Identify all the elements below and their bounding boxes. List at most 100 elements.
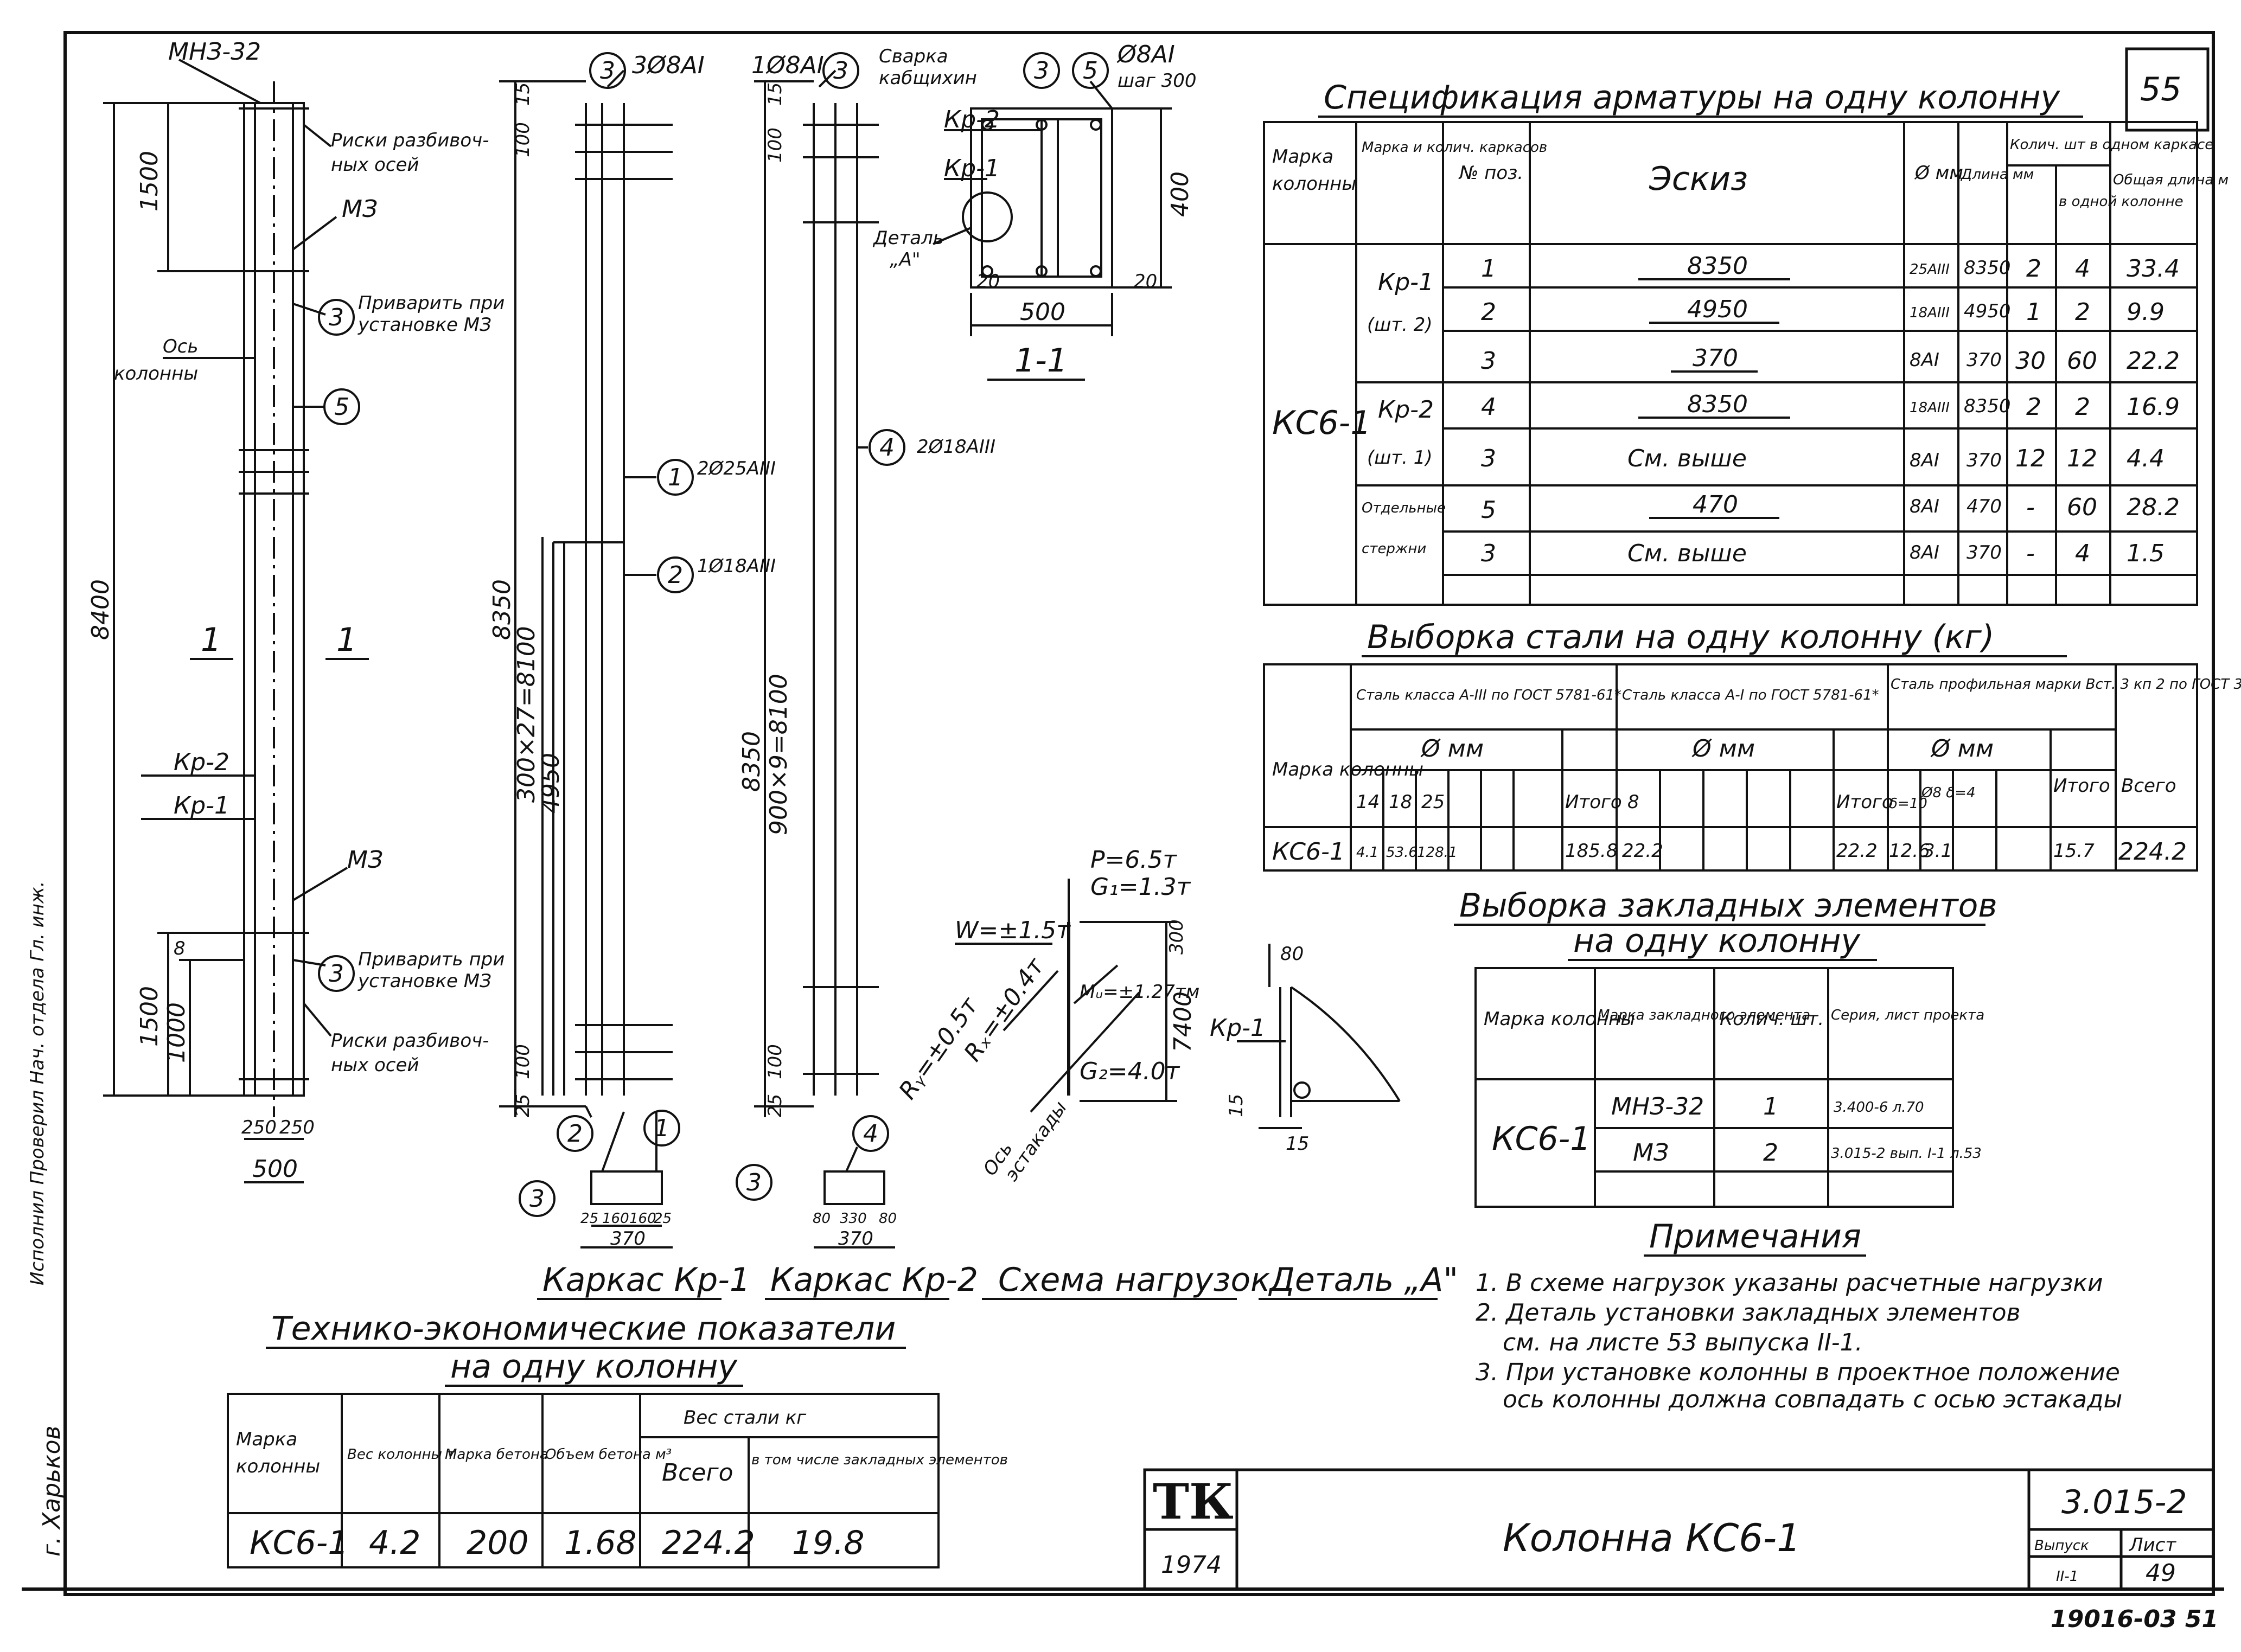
spec-g2-qty: (шт. 1) [1367,447,1433,469]
tep-v-mark: КС6-1 [250,1524,349,1562]
sec-detail-1: Деталь [872,227,944,249]
sec-dim-20-right: 20 [1134,271,1157,292]
load-dim-300: 300 [1166,919,1187,955]
tep-v-volume: 1.68 [564,1524,637,1562]
kr1-top-bar: 3Ø8АI [632,52,705,79]
spec-h-total: Общая длина м [2113,172,2229,188]
kr1-bar1-label: 2Ø25АIII [697,458,776,479]
steel-v-mark: КС6-1 [1272,838,1345,866]
steel-h-itogo-3: Итого [2053,775,2110,797]
detail-caption: Деталь „А" [1268,1261,1458,1299]
steel-v-8: 22.2 [1622,840,1663,862]
spec-r5-len: 370 [1967,450,2002,471]
kr2-pos4-bottom-bubble [852,1115,889,1152]
sec-kr1: Кр-1 [944,155,1000,182]
kr1-sec-dim-3: 160 [629,1211,656,1227]
emb-title-2: на одну колонну [1573,922,1861,960]
tep-title-2: на одну колонну [450,1348,738,1386]
load-Mz: Mᵤ=±1.27тм [1080,981,1199,1003]
kr2-weld-1: Сварка [879,46,948,67]
steel-h-itogo-1: Итого [1565,791,1622,813]
frame-kr2 [736,52,905,1248]
kr1-label: Кр-1 [174,792,229,819]
steel-h-8: 8 [1627,791,1639,813]
spec-r5-d: 8АI [1910,450,1939,471]
title-vyp: II-1 [2056,1568,2078,1585]
emb-r1-el: МНЗ-32 [1611,1093,1704,1120]
spec-h-pos: № поз. [1458,162,1523,184]
spec-r7-n2: 4 [2075,540,2090,567]
city-label: г. Харьков [38,1426,66,1557]
steel-h-dmm-1: Ø мм [1420,735,1484,763]
spec-row-3: 3 370 8АI 370 30 60 22.2 [1481,344,2180,375]
kr2-sec-dim-2: 330 [840,1211,867,1227]
title-series: 3.015-2 [2061,1483,2187,1521]
kr2-dim-25: 25 [764,1094,786,1117]
spec-r4-pos: 4 [1481,393,1496,421]
spec-r1-n1: 2 [2026,255,2041,283]
pos3-bubble-top [318,299,355,336]
dim-500-bottom: 500 [252,1155,298,1183]
tep-h-volume: Объем бетона м³ [545,1446,672,1463]
detail-a-circle [962,191,1013,242]
kr2-pos3-bottom-bubble [736,1164,772,1201]
spec-r7-d: 8АI [1910,542,1939,564]
weld-note-bottom-1: Приварить при [358,949,505,970]
kr1-section [590,1170,663,1205]
kr2-sec-dim-1: 80 [813,1211,831,1227]
emb-h-series: Серия, лист проекта [1831,1007,1984,1023]
spec-r3-len: 370 [1967,349,2002,371]
tep-h-emb: в том числе закладных элементов [751,1452,1008,1468]
kr2-dim-15: 15 [764,82,786,106]
spec-g3-qty: стержни [1362,541,1426,557]
weld-note-bottom-2: установке МЗ [357,970,491,992]
kr1-dim-100-top: 100 [512,122,534,157]
kr1-dim-15: 15 [512,82,534,106]
spec-r5-pos: 3 [1481,445,1496,472]
steel-h-itogo-2: Итого [1836,791,1893,813]
emb-row-1: МНЗ-32 1 3.400-6 л.70 [1611,1093,1924,1120]
tk-logo: ТК [1153,1473,1234,1531]
dim-250-right: 250 [279,1117,315,1138]
emb-h-el: Марка закладного элемента [1598,1007,1810,1023]
mnz-label: МНЗ-32 [168,38,261,66]
section-1-1 [933,52,1172,381]
load-scheme [955,879,1177,1113]
svg-text:4: 4 [879,434,895,462]
dim-8400: 8400 [87,579,114,640]
spec-r2-total: 9.9 [2127,298,2165,326]
kr2-dim-900x9: 900×9=8100 [765,674,793,835]
kr2-dim-100-bottom: 100 [764,1044,786,1079]
svg-text:3: 3 [746,1169,762,1196]
svg-text:2: 2 [567,1120,583,1148]
sec-bar5: Ø8АI [1116,41,1175,68]
sec-detail-2: „А" [890,249,921,271]
emb-h-qty: Колич. шт. [1720,1008,1824,1030]
sec-pos3-bubble [1023,52,1060,89]
note-3b: ось колонны должна совпадать с осью эста… [1503,1386,2122,1413]
dim-250-left: 250 [241,1117,277,1138]
spec-r1-pos: 1 [1481,255,1496,283]
load-G1: G₁=1.3т [1090,873,1191,901]
detail-a [1237,944,1401,1129]
steel-v-total: 224.2 [2118,838,2187,866]
steel-h-18: 18 [1389,791,1412,813]
kr1-dim-8350: 8350 [488,579,516,640]
pos3-num-bottom: 3 [329,960,344,988]
title-name: Колонна КС6-1 [1503,1516,1801,1560]
steel-h-mark: Марка колонны [1272,759,1423,780]
spec-h-frames: Марка и колич. каркасов [1362,139,1547,156]
sec-title: 1-1 [1014,342,1068,380]
kr1-pos2-bubble [657,556,694,593]
kr1-pos1-bottom-bubble [643,1110,680,1147]
emb-h-mark: Марка колонны [1484,1008,1635,1030]
steel-v-it2: 22.2 [1836,840,1878,862]
kr2-weld-2: кабщихин [879,67,977,89]
kr1-sec-dim-1: 25 [580,1211,598,1227]
steel-h-dmm-2: Ø мм [1691,735,1755,763]
spec-r6-total: 28.2 [2127,494,2180,521]
notes-title: Примечания [1649,1218,1861,1256]
steel-h-a3: Сталь класса А-III по ГОСТ 5781-61* [1356,687,1621,703]
svg-text:3: 3 [833,57,848,85]
